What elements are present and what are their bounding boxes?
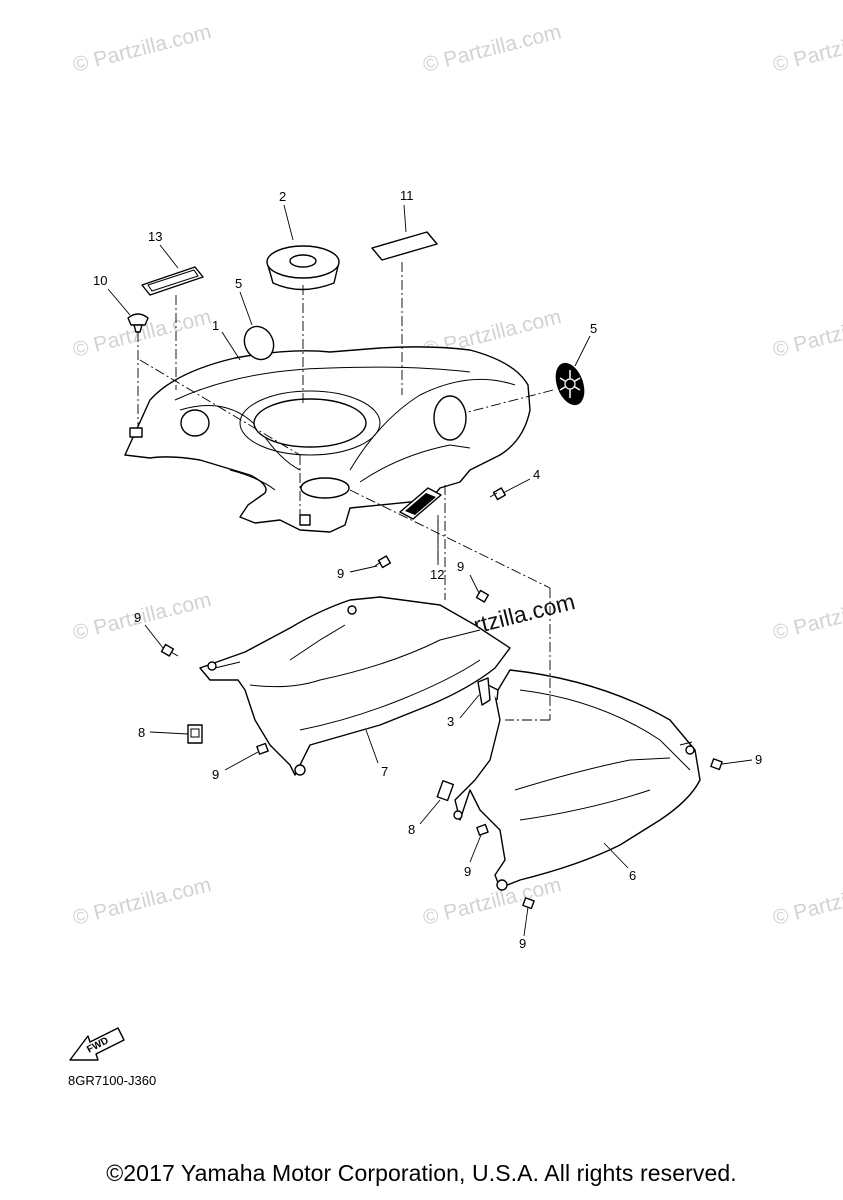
bolt-9 (160, 643, 179, 657)
copyright-notice: ©2017 Yamaha Motor Corporation, U.S.A. A… (106, 1160, 737, 1186)
tank-cover (124, 346, 531, 533)
callout-1: 1 (212, 318, 219, 333)
watermark: © Partzilla.com (771, 20, 843, 77)
yamaha-emblem (555, 362, 585, 406)
rivet-clip (127, 313, 149, 333)
diagram-code: 8GR7100-J360 (68, 1073, 157, 1088)
callout-8: 8 (138, 725, 145, 740)
bolt-9 (475, 589, 490, 603)
bolt-9 (710, 758, 723, 771)
watermark: © Partzilla.com (421, 20, 564, 77)
callout-2: 2 (279, 189, 286, 204)
caution-label (371, 231, 438, 261)
callout-9: 9 (337, 566, 344, 581)
bolt-9 (522, 897, 535, 910)
callout-9: 9 (134, 610, 141, 625)
clip-nut-left (187, 724, 203, 744)
fuel-cap-ring (266, 245, 340, 291)
bolt-9 (374, 555, 392, 569)
callout-10: 10 (93, 273, 107, 288)
callout-9: 9 (464, 864, 471, 879)
bracket (477, 677, 499, 706)
watermark: © Partzilla.com (771, 588, 843, 645)
assembly-lines (137, 262, 554, 721)
watermark: © Partzilla.com (71, 20, 214, 77)
emblem-blank (243, 325, 275, 361)
callout-9: 9 (212, 767, 219, 782)
leader-lines (107, 204, 753, 937)
clip-nut-right (436, 780, 455, 802)
callout-labels: 2 11 13 10 5 1 5 4 9 12 9 9 8 3 9 7 9 8 … (93, 188, 762, 951)
watermark: © Partzilla.com (771, 873, 843, 930)
callout-7: 7 (381, 764, 388, 779)
callout-3: 3 (447, 714, 454, 729)
watermark: © Partzilla.com (771, 305, 843, 362)
callout-13: 13 (148, 229, 162, 244)
callout-4: 4 (533, 467, 540, 482)
watermark: © Partzilla.com (71, 588, 214, 645)
callout-8: 8 (408, 822, 415, 837)
warning-label (141, 266, 204, 296)
callout-9: 9 (457, 559, 464, 574)
sticker-label (399, 487, 442, 520)
callout-6: 6 (629, 868, 636, 883)
bolt-9 (476, 823, 489, 836)
callout-11: 11 (400, 188, 414, 203)
watermark: © Partzilla.com (421, 873, 564, 930)
watermark: © Partzilla.com (71, 873, 214, 930)
callout-12: 12 (430, 567, 444, 582)
bolt-4 (489, 487, 507, 501)
callout-5: 5 (590, 321, 597, 336)
side-cover-right (453, 669, 701, 891)
side-cover-left (199, 596, 511, 776)
callout-9: 9 (519, 936, 526, 951)
fwd-arrow: FWD (69, 1027, 125, 1061)
callout-5: 5 (235, 276, 242, 291)
bolt-9 (256, 742, 269, 755)
callout-9: 9 (755, 752, 762, 767)
watermark: © Partzilla.com (71, 305, 214, 362)
